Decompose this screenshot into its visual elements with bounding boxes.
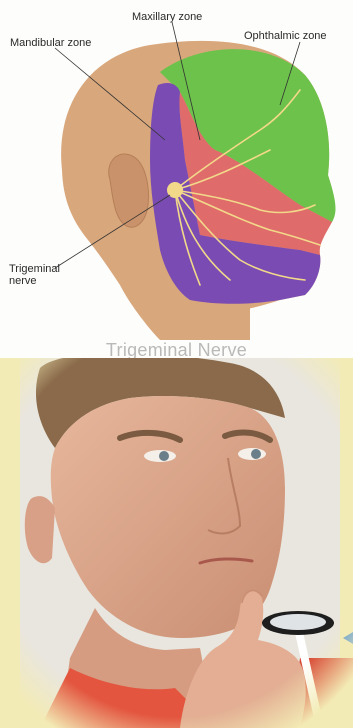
mandibular-zone-label: Mandibular zone	[10, 37, 91, 49]
trigeminal-label-line1: Trigeminal	[9, 263, 60, 275]
photo-vignette	[0, 358, 353, 728]
ophthalmic-zone-label: Ophthalmic zone	[244, 30, 327, 42]
head-illustration	[0, 0, 353, 362]
man-touching-chin-photo	[0, 358, 353, 728]
trigeminal-label-line2: nerve	[9, 275, 37, 287]
trigeminal-nerve-label: Trigeminal nerve	[9, 263, 57, 287]
photo-panel	[0, 358, 353, 728]
maxillary-zone-label: Maxillary zone	[132, 11, 202, 23]
trigeminal-diagram-panel: Maxillary zone Ophthalmic zone Mandibula…	[0, 0, 353, 362]
